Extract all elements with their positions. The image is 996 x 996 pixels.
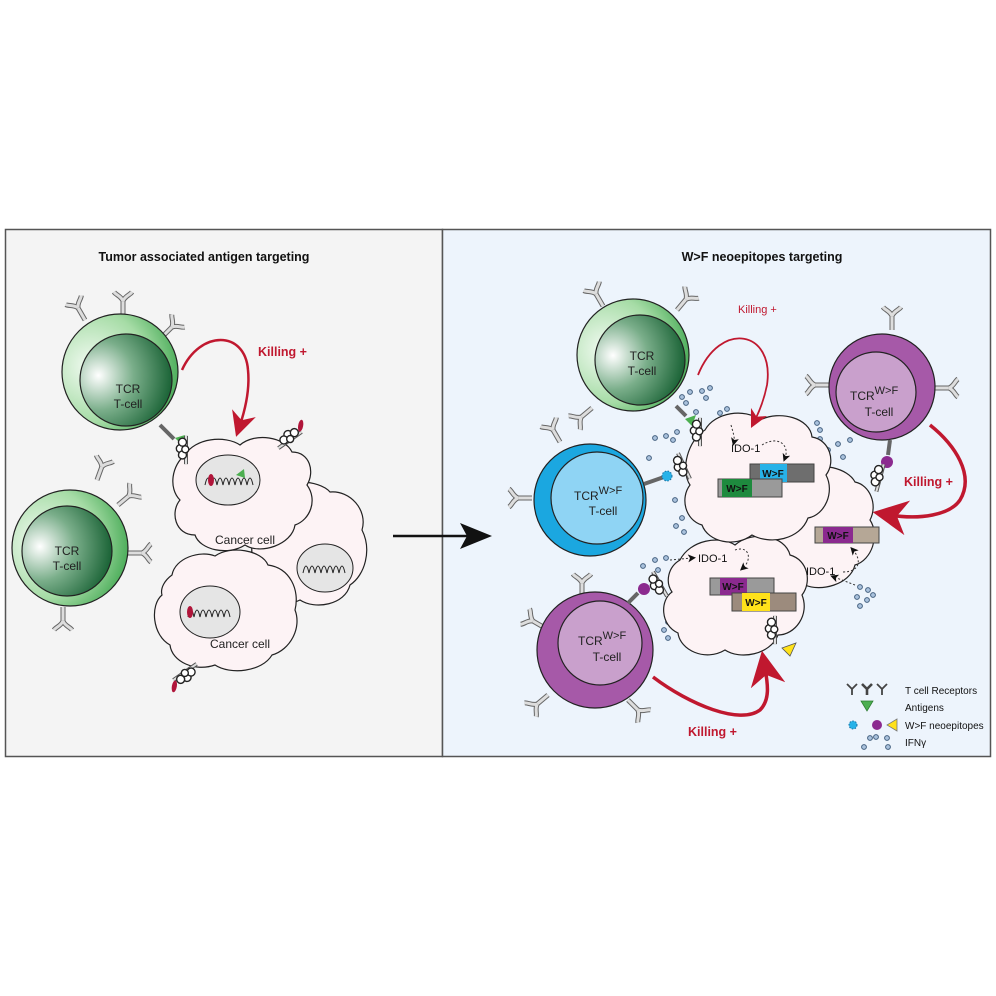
t-cell-left-bottom: TCR T-cell <box>11 455 151 630</box>
dashed-arrow <box>842 547 859 573</box>
peptide-bar-purple-right: W>F <box>814 526 880 544</box>
ido-1-label: IDO-1 <box>698 553 727 565</box>
antigen-triangle-icon <box>236 469 245 478</box>
cancer-cell-label: Cancer cell <box>210 637 270 651</box>
t-cell-label: T-cell <box>593 650 622 664</box>
killing-arrow <box>651 650 786 717</box>
tcr-receptor-icon <box>674 404 696 426</box>
mhc-complex-icon <box>171 658 199 693</box>
peptide-label: W>F <box>827 531 848 542</box>
peptide-label: W>F <box>722 582 743 593</box>
ido-1-label: IDO-1 <box>731 443 760 455</box>
neoepitope-icons <box>848 718 898 732</box>
mutation-marker-icon <box>208 474 214 486</box>
t-cell-label: T-cell <box>628 364 657 378</box>
killing-label: Killing + <box>258 345 307 359</box>
t-cell-receptor-icons <box>846 683 888 695</box>
dashed-arrow <box>761 440 791 462</box>
legend-label: IFNγ <box>905 738 926 749</box>
killing-arrow <box>872 423 967 536</box>
left-panel-title: Tumor associated antigen targeting <box>99 250 310 264</box>
cancer-cell-label: Cancer cell <box>215 533 275 547</box>
right-panel: W>F neoepitopes targeting IDO-1 <box>441 228 992 758</box>
purple-neoepitope-icon <box>638 583 650 595</box>
t-cell-label: TCRW>F <box>574 485 622 503</box>
cancer-cell-cluster: Cancer cell Cancer cell <box>153 419 368 693</box>
legend-label: W>F neoepitopes <box>905 721 984 732</box>
t-cell-right-purple-top: TCRW>F T-cell <box>806 307 958 494</box>
peptide-label: W>F <box>726 484 747 495</box>
legend-label: T cell Receptors <box>905 686 977 697</box>
killing-label: Killing + <box>688 725 737 739</box>
mutation-marker-icon <box>187 606 193 618</box>
t-cell-label: T-cell <box>589 504 618 518</box>
legend: T cell Receptors Antigens W>F neoepitope… <box>846 683 984 750</box>
tcr-receptor-icon <box>643 475 665 486</box>
peptide-label: W>F <box>762 469 783 480</box>
left-panel: Tumor associated antigen targeting Cance… <box>4 228 444 758</box>
nucleus <box>296 543 354 593</box>
t-cell-right-blue: TCRW>F T-cell <box>509 418 699 557</box>
t-cell-left-top: TCR T-cell <box>61 292 200 464</box>
t-cell-label: T-cell <box>114 397 143 411</box>
peptide-bar-yellow: W>F <box>731 592 797 612</box>
t-cell-right-purple-bottom: TCRW>F T-cell <box>521 569 675 722</box>
t-cell-right-green: TCR T-cell <box>569 282 715 447</box>
right-panel-title: W>F neoepitopes targeting <box>682 250 843 264</box>
t-cell-label: TCR <box>630 349 655 363</box>
mhc-complex-icon <box>276 419 304 454</box>
t-cell-label: TCR <box>116 382 141 396</box>
legend-label: Antigens <box>905 703 944 714</box>
cancer-cell-cluster-right: IDO-1 W>F W>F W>F IDO-1 <box>663 412 880 657</box>
tcr-receptor-icon <box>886 439 892 456</box>
blue-neoepitope-icon <box>661 470 673 482</box>
killing-label: Killing + <box>738 304 777 316</box>
peptide-bar-green: W>F <box>717 478 783 498</box>
yellow-neoepitope-icon <box>781 642 797 657</box>
t-cell-label: TCRW>F <box>850 385 898 403</box>
t-cell-label: T-cell <box>53 559 82 573</box>
peptide-bar-blue: W>F <box>749 463 815 483</box>
killing-label: Killing + <box>904 475 953 489</box>
killing-arrow <box>180 338 256 437</box>
peptide-label: W>F <box>745 598 766 609</box>
chromosome-icon <box>302 565 346 574</box>
green-triangle-antigen-icon <box>860 700 874 712</box>
peptide-bar-purple: W>F <box>709 577 775 596</box>
chromosome-icon <box>187 609 231 618</box>
killing-arrow <box>697 337 769 429</box>
t-cell-label: T-cell <box>865 405 894 419</box>
dashed-arrow <box>730 424 739 446</box>
transition-arrow-icon <box>393 523 492 549</box>
tcr-receptor-icon <box>626 591 640 605</box>
ido-1-label: IDO-1 <box>806 566 835 578</box>
nucleus <box>179 585 241 639</box>
t-cell-label: TCRW>F <box>578 630 626 648</box>
t-cell-label: TCR <box>55 544 80 558</box>
